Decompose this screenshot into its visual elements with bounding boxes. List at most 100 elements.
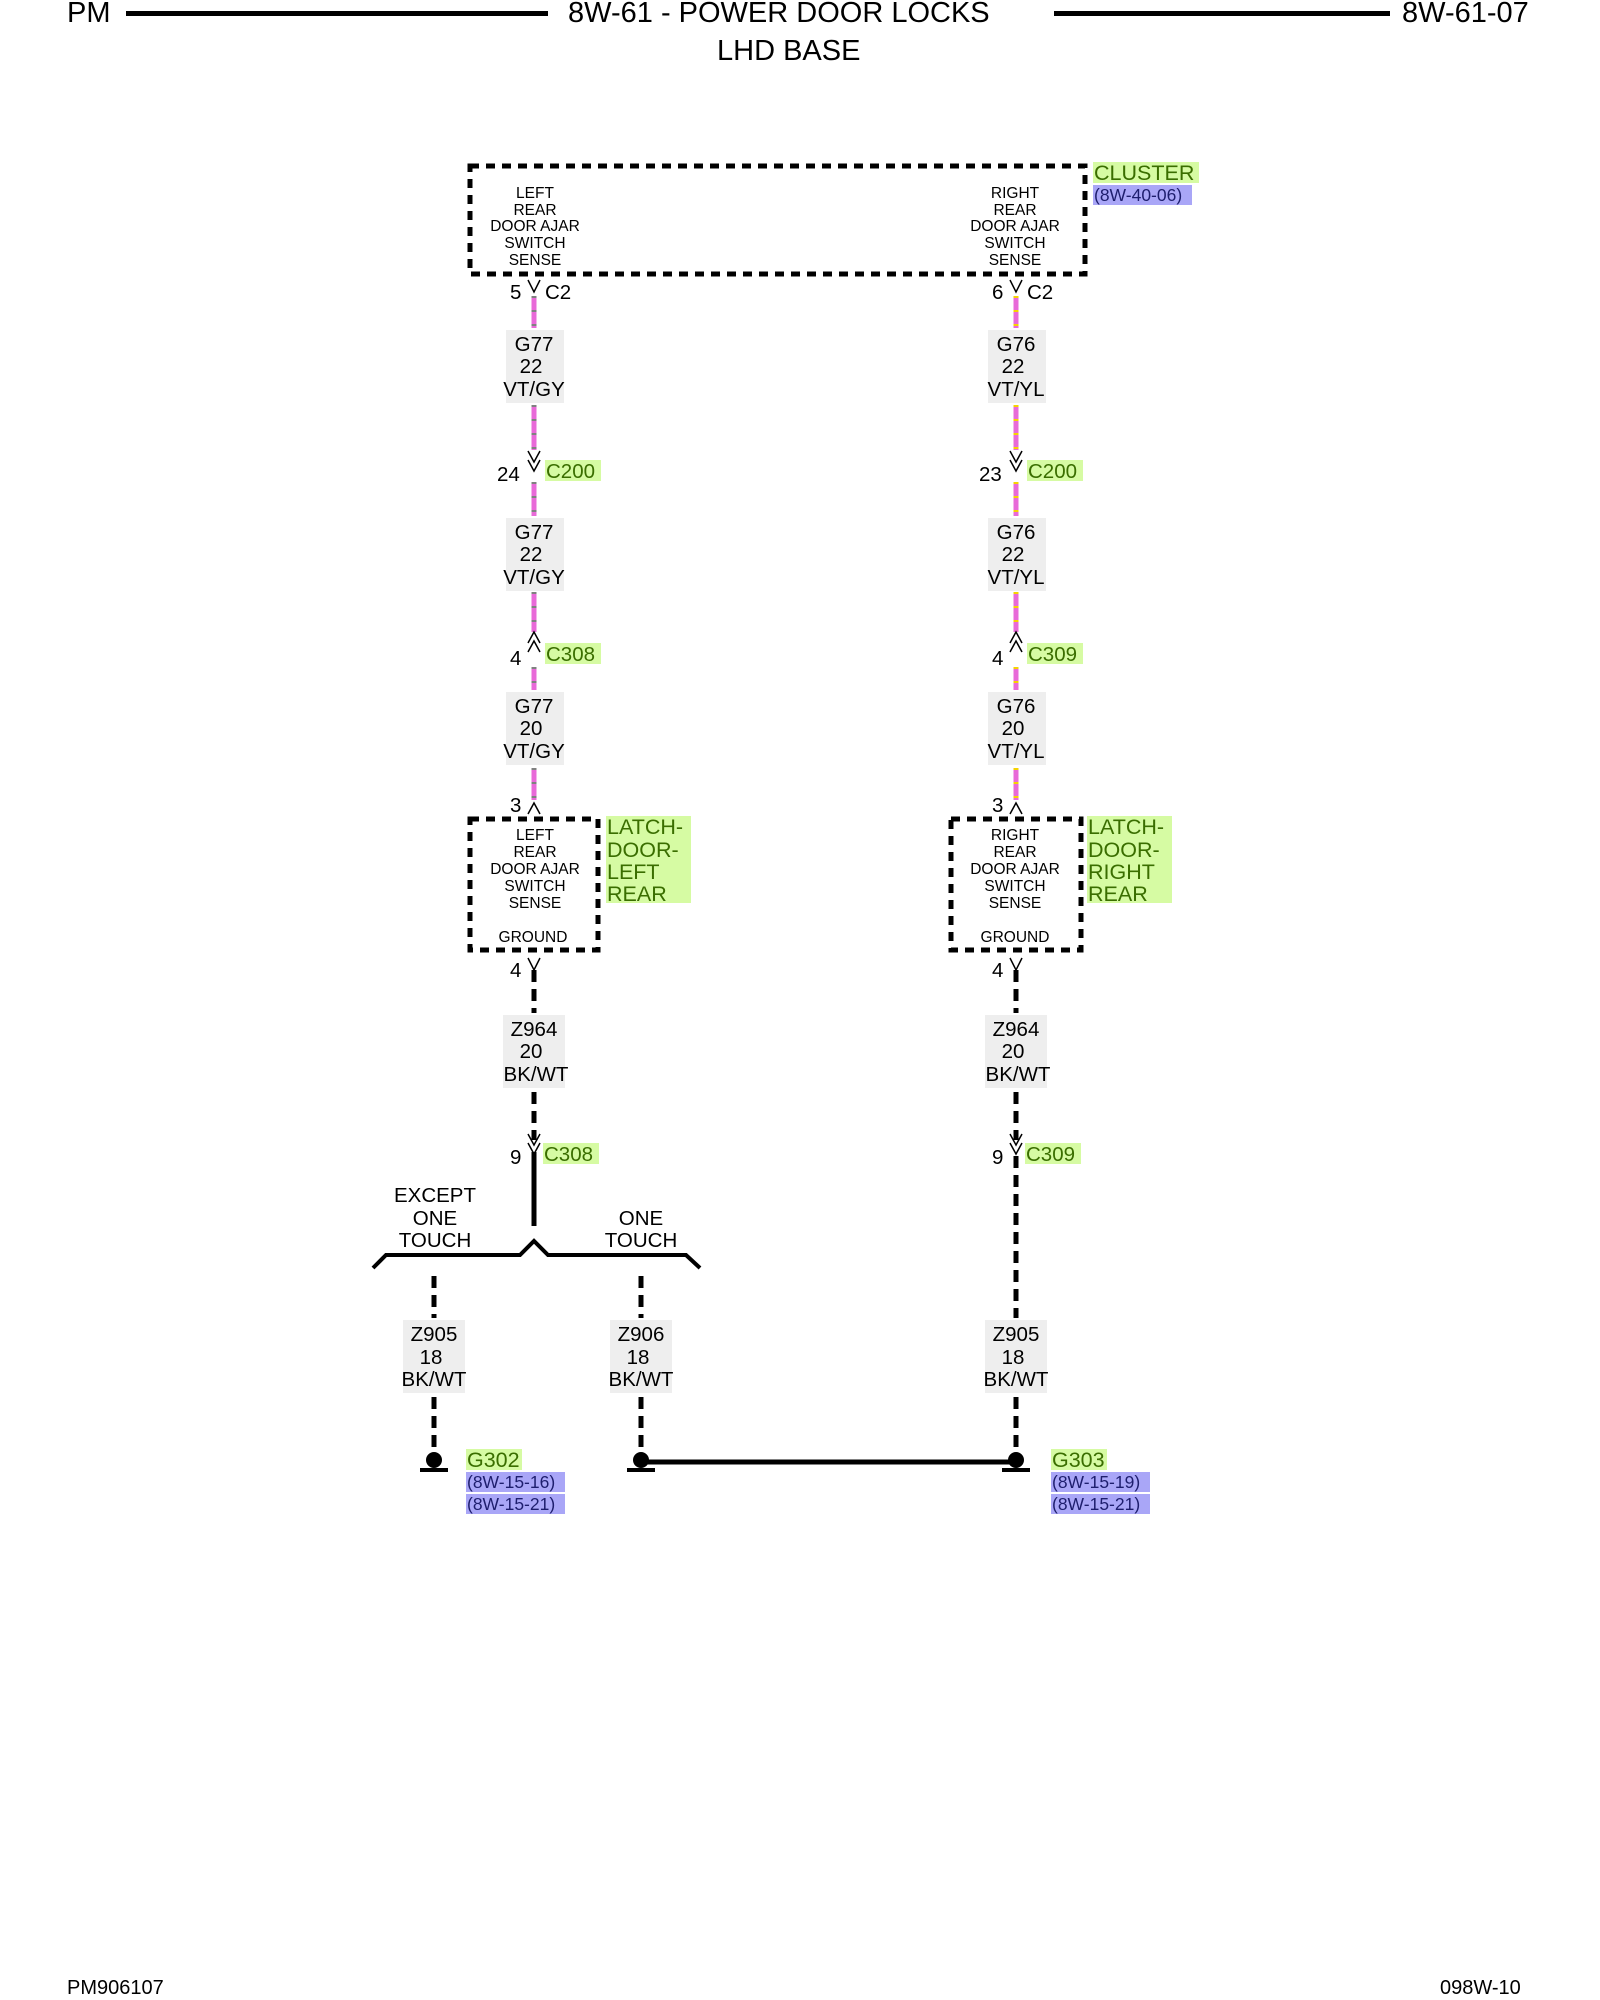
option-except-label: TOUCH — [399, 1229, 472, 1252]
wire-circuit-id: G76 — [997, 521, 1036, 544]
latch-name-line[interactable]: LATCH- — [1088, 815, 1164, 839]
ground-ref-link[interactable]: (8W-15-16) — [467, 1472, 555, 1492]
option-one-touch-label: ONE — [619, 1207, 663, 1230]
connector-c200-link[interactable]: C200 — [546, 460, 595, 483]
connector-c309-link[interactable]: C309 — [1028, 643, 1077, 666]
connector-name-highlight — [1027, 460, 1083, 481]
connector-female-icon — [527, 639, 541, 653]
connector-pin-number: 24 — [497, 463, 520, 486]
wire-color: VT/YL — [988, 740, 1045, 763]
connector-female-icon — [527, 459, 541, 473]
ground-ref-link[interactable]: (8W-15-21) — [1052, 1494, 1140, 1514]
option-except-label: ONE — [413, 1207, 457, 1230]
connector-male-icon — [1009, 630, 1023, 644]
cluster-name[interactable]: CLUSTER — [1094, 161, 1194, 185]
cluster-pin-number: 6 — [992, 281, 1003, 304]
wire-color: VT/GY — [503, 378, 565, 401]
connector-c308-ground-link[interactable]: C308 — [544, 1143, 593, 1166]
ground-ref-link[interactable]: (8W-15-19) — [1052, 1472, 1140, 1492]
connector-c309-ground-link[interactable]: C309 — [1026, 1143, 1075, 1166]
header-rule-right — [1054, 11, 1390, 16]
connector-name-highlight — [545, 643, 601, 664]
latch-ground-pin-number: 4 — [992, 959, 1003, 982]
latch-label-line: DOOR AJAR — [490, 861, 580, 878]
connector-terminal-icon — [1009, 957, 1023, 972]
wire-gauge: 22 — [1002, 543, 1025, 566]
connector-male-icon — [527, 450, 541, 464]
latch-label-line: LEFT — [516, 827, 554, 844]
latch-name-line[interactable]: REAR — [1088, 882, 1148, 906]
cluster-right-line: RIGHT — [991, 185, 1040, 202]
wire-color: VT/GY — [503, 740, 565, 763]
latch-name-highlight — [1087, 816, 1172, 903]
option-except-label: EXCEPT — [394, 1184, 476, 1207]
ground-name-highlight — [466, 1449, 522, 1470]
cluster-left-line: DOOR AJAR — [490, 218, 580, 235]
connector-terminal-icon — [527, 279, 541, 294]
ground-point-icon — [426, 1452, 442, 1468]
ground-g303-link[interactable]: G303 — [1052, 1448, 1105, 1472]
cluster-pin-number: 5 — [510, 281, 521, 304]
wire-color: VT/YL — [988, 378, 1045, 401]
latch-right-rear-box[interactable] — [948, 816, 1084, 953]
cluster-ref-link[interactable]: (8W-40-06) — [1094, 185, 1182, 205]
latch-left-rear-box[interactable] — [467, 816, 601, 953]
wire-circuit-id: G77 — [515, 333, 554, 356]
cluster-left-line: LEFT — [516, 185, 554, 202]
latch-label-line: DOOR AJAR — [970, 861, 1060, 878]
ground-ref-highlight — [1051, 1472, 1150, 1492]
latch-name-line[interactable]: LATCH- — [607, 815, 683, 839]
connector-terminal-icon — [1009, 279, 1023, 294]
wire-label-bg — [506, 518, 564, 591]
connector-pin-number: 23 — [979, 463, 1002, 486]
connector-c200-link[interactable]: C200 — [1028, 460, 1077, 483]
wire-gauge: 20 — [1002, 1040, 1025, 1063]
cluster-name-highlight — [1093, 162, 1199, 183]
latch-name-line[interactable]: LEFT — [607, 860, 660, 884]
ground-g302-link[interactable]: G302 — [467, 1448, 520, 1472]
wire-label-bg — [506, 330, 564, 403]
page-subtitle: LHD BASE — [717, 35, 861, 67]
ground-point-icon — [1008, 1452, 1024, 1468]
connector-name-highlight — [1025, 1143, 1081, 1164]
connector-male-icon — [1009, 1133, 1023, 1147]
cluster-left-pin-label: LEFT REAR DOOR AJAR SWITCH SENSE — [490, 185, 580, 269]
latch-label-line: RIGHT — [991, 827, 1040, 844]
cluster-right-line: DOOR AJAR — [970, 218, 1060, 235]
wire-circuit-id: Z964 — [511, 1018, 558, 1041]
connector-terminal-icon — [527, 957, 541, 972]
latch-pin-number: 3 — [992, 794, 1003, 817]
latch-name-line[interactable]: DOOR- — [607, 838, 679, 862]
header-rule-left — [126, 11, 548, 16]
connector-pin-number: 4 — [992, 647, 1003, 670]
connector-c308-link[interactable]: C308 — [546, 643, 595, 666]
connector-name-highlight — [545, 460, 601, 481]
latch-pin-number: 3 — [510, 794, 521, 817]
wire-gauge: 20 — [520, 717, 543, 740]
latch-label-line: SWITCH — [984, 878, 1045, 895]
connector-name-highlight — [543, 1143, 599, 1164]
wire-color: VT/GY — [503, 566, 565, 589]
wire-circuit-id: G77 — [515, 695, 554, 718]
wire-gauge: 20 — [1002, 717, 1025, 740]
latch-name-highlight — [606, 816, 691, 903]
latch-label-line: SWITCH — [504, 878, 565, 895]
latch-name-line[interactable]: RIGHT — [1088, 860, 1155, 884]
cluster-right-line: REAR — [993, 202, 1036, 219]
wire-gauge: 20 — [520, 1040, 543, 1063]
connector-terminal-icon — [527, 801, 541, 815]
latch-label-line: SENSE — [509, 895, 562, 912]
wire-gauge: 18 — [627, 1346, 650, 1369]
ground-ref-link[interactable]: (8W-15-21) — [467, 1494, 555, 1514]
header-section-code: PM — [67, 0, 111, 29]
latch-name-line[interactable]: DOOR- — [1088, 838, 1160, 862]
ground-ref-highlight — [466, 1472, 565, 1492]
wire-label-bg — [403, 1320, 465, 1393]
ground-ref-highlight — [1051, 1494, 1150, 1514]
cluster-left-line: SENSE — [509, 252, 562, 269]
wire-label-bg — [985, 1015, 1047, 1088]
wire-color: BK/WT — [984, 1368, 1049, 1391]
wire-label-bg — [503, 1015, 565, 1088]
latch-name-line[interactable]: REAR — [607, 882, 667, 906]
